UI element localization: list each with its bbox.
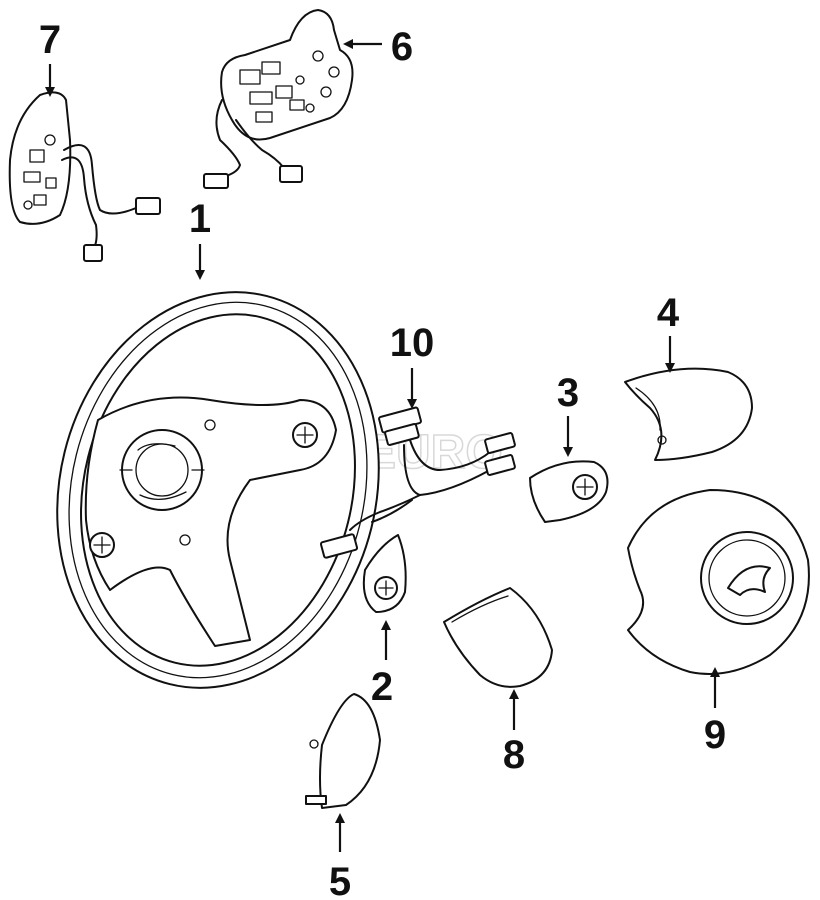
callout-2: 2 [371, 665, 393, 709]
part-1-steering-wheel [56, 291, 380, 689]
callout-10: 10 [390, 321, 435, 365]
part-9-airbag [627, 489, 810, 675]
callout-arrows [45, 39, 720, 852]
callout-labels: 1 2 3 4 5 6 7 8 9 10 [39, 18, 726, 900]
part-2-left-switch [362, 534, 407, 613]
callout-5: 5 [329, 860, 351, 900]
callout-1: 1 [189, 197, 211, 241]
part-7-switch-module [8, 91, 161, 262]
callout-3: 3 [557, 371, 579, 415]
part-8-lower-cover [443, 587, 553, 688]
part-6-switch-assembly [203, 9, 354, 189]
part-10-wiring-harness [319, 406, 516, 559]
callout-6: 6 [391, 25, 413, 69]
part-4-right-cover [624, 367, 753, 461]
callout-4: 4 [657, 291, 680, 335]
callout-9: 9 [704, 713, 726, 757]
callout-8: 8 [503, 733, 525, 777]
part-5-small-cover [305, 693, 381, 809]
part-3-right-switch [529, 460, 609, 523]
callout-7: 7 [39, 18, 61, 62]
